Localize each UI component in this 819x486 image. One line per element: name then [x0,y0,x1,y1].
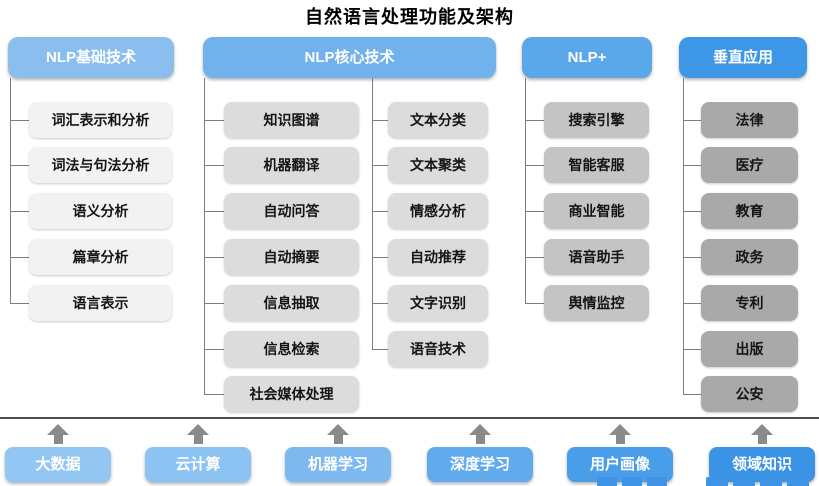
connector-branch-line [204,120,224,121]
tech-box-nlp-plus: 语音助手 [544,239,649,275]
tech-box-nlp-basic: 词汇表示和分析 [29,102,172,138]
connector-branch-line [683,394,701,395]
connector-branch-line [10,165,29,166]
foundation-box: 机器学习 [285,447,391,482]
tech-box-nlp-core: 机器翻译 [224,147,359,183]
connector-branch-line [10,303,29,304]
connector-branch-line [10,120,29,121]
tech-box-vertical-apps: 医疗 [701,147,798,183]
connector-branch-line [10,257,29,258]
connector-branch-line [525,303,544,304]
up-arrow-icon [187,424,209,444]
diagram-title: 自然语言处理功能及架构 [305,7,514,27]
tech-box-nlp-basic: 词法与句法分析 [29,147,172,183]
connector-branch-line [525,257,544,258]
tech-box-vertical-apps: 专利 [701,285,798,321]
connector-branch-line [372,120,388,121]
separator-line [0,417,819,419]
connector-vertical-line [525,78,526,303]
tech-box-vertical-apps: 法律 [701,102,798,138]
tech-box-nlp-core: 信息抽取 [224,285,359,321]
tech-box-nlp-core: 情感分析 [388,193,488,229]
column-header-nlp-core: NLP核心技术 [203,37,496,78]
connector-branch-line [372,165,388,166]
connector-vertical-line [683,78,684,394]
connector-vertical-line [204,78,205,394]
tech-box-vertical-apps: 教育 [701,193,798,229]
connector-branch-line [372,257,388,258]
connector-branch-line [204,211,224,212]
tech-box-vertical-apps: 政务 [701,239,798,275]
connector-branch-line [683,165,701,166]
tech-box-nlp-core: 自动推荐 [388,239,488,275]
connector-branch-line [683,120,701,121]
connector-branch-line [204,349,224,350]
tech-box-nlp-core: 知识图谱 [224,102,359,138]
up-arrow-icon [327,424,349,444]
connector-branch-line [683,211,701,212]
tech-box-nlp-core: 文字识别 [388,285,488,321]
tech-box-nlp-core: 社会媒体处理 [224,376,359,412]
tech-box-nlp-core: 自动摘要 [224,239,359,275]
connector-vertical-line [372,78,373,349]
connector-branch-line [683,303,701,304]
tech-box-nlp-core: 信息检索 [224,331,359,367]
connector-branch-line [10,211,29,212]
connector-branch-line [372,349,388,350]
tech-box-nlp-basic: 语言表示 [29,285,172,321]
clipped-watermark [706,477,809,486]
column-header-nlp-plus: NLP+ [522,37,652,78]
tech-box-nlp-plus: 智能客服 [544,147,649,183]
up-arrow-icon [751,424,773,444]
connector-branch-line [683,349,701,350]
foundation-box: 云计算 [145,447,251,482]
connector-branch-line [372,211,388,212]
connector-branch-line [525,211,544,212]
column-header-nlp-basic: NLP基础技术 [8,37,174,78]
tech-box-vertical-apps: 出版 [701,331,798,367]
up-arrow-icon [469,424,491,444]
connector-branch-line [204,257,224,258]
tech-box-vertical-apps: 公安 [701,376,798,412]
foundation-box: 领域知识 [709,447,815,482]
up-arrow-icon [609,424,631,444]
up-arrow-icon [47,424,69,444]
tech-box-nlp-plus: 商业智能 [544,193,649,229]
connector-branch-line [204,303,224,304]
tech-box-nlp-basic: 篇章分析 [29,239,172,275]
tech-box-nlp-core: 文本聚类 [388,147,488,183]
column-header-vertical-apps: 垂直应用 [679,37,807,78]
tech-box-nlp-basic: 语义分析 [29,193,172,229]
tech-box-nlp-core: 文本分类 [388,102,488,138]
connector-branch-line [525,120,544,121]
connector-branch-line [204,165,224,166]
foundation-box: 用户画像 [567,447,673,482]
clipped-watermark [597,477,667,486]
connector-branch-line [525,165,544,166]
tech-box-nlp-plus: 搜索引擎 [544,102,649,138]
foundation-box: 深度学习 [427,447,533,482]
connector-branch-line [683,257,701,258]
tech-box-nlp-core: 语音技术 [388,331,488,367]
tech-box-nlp-plus: 舆情监控 [544,285,649,321]
connector-branch-line [372,303,388,304]
connector-vertical-line [10,78,11,303]
foundation-box: 大数据 [5,447,111,482]
connector-branch-line [204,394,224,395]
tech-box-nlp-core: 自动问答 [224,193,359,229]
